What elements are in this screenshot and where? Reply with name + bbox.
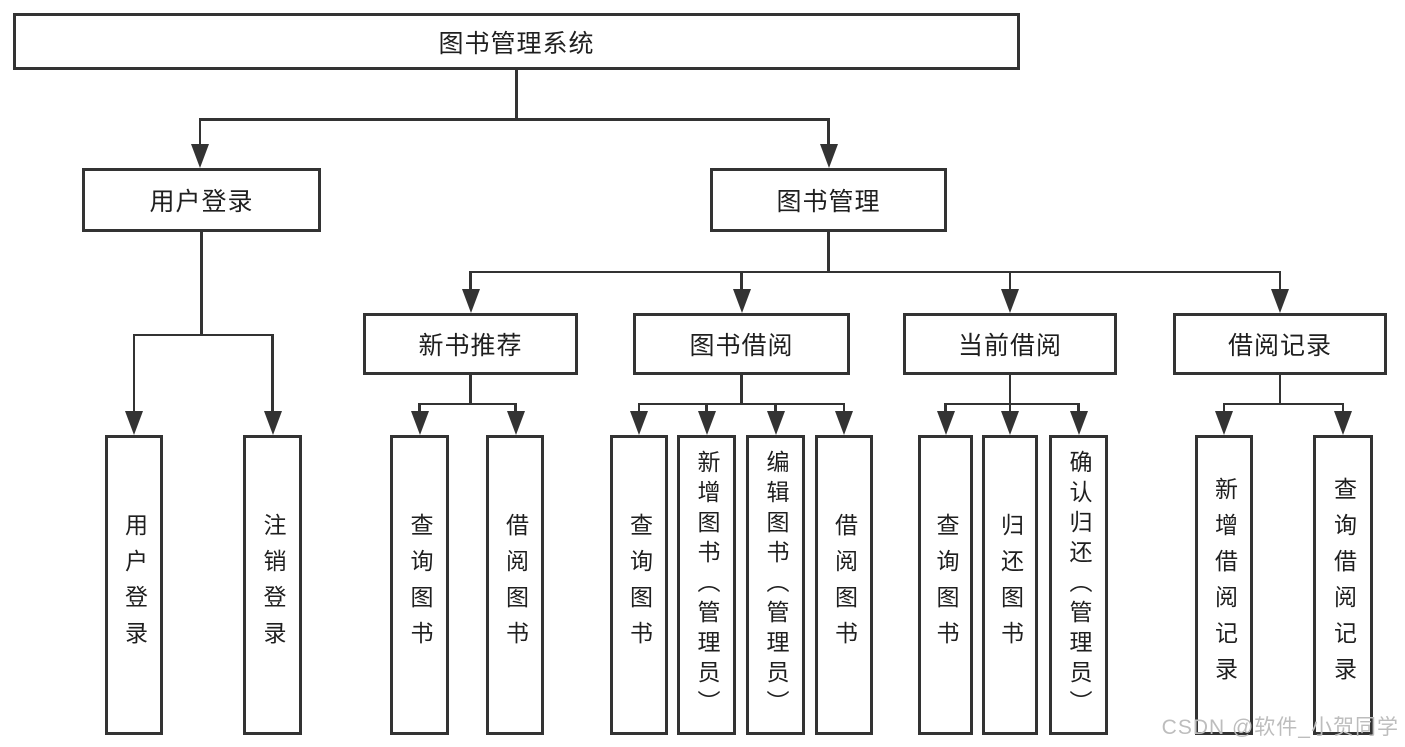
node-borrowing-records: 借阅记录	[1173, 313, 1387, 375]
connector-line	[1077, 405, 1080, 413]
connector-line	[1278, 375, 1282, 405]
arrow-down-icon	[506, 411, 525, 435]
leaf-user-login: 用户登录	[105, 435, 163, 735]
connector-line	[132, 336, 136, 411]
node-current-borrowing: 当前借阅	[903, 313, 1117, 375]
arrow-down-icon	[191, 144, 209, 168]
leaf-borrow-books-borrowing: 借阅图书	[815, 435, 873, 735]
leaf-edit-book-admin: 编辑图书（管理员）	[746, 435, 805, 735]
arrow-down-icon	[766, 411, 785, 435]
connector-line	[271, 336, 274, 411]
connector-line	[515, 70, 518, 120]
connector-line	[1222, 405, 1226, 413]
arrow-down-icon	[263, 411, 282, 435]
node-book-borrowing: 图书借阅	[633, 313, 850, 375]
leaf-query-books-borrowing: 查询图书	[610, 435, 668, 735]
connector-line	[469, 375, 472, 405]
node-user-login: 用户登录	[82, 168, 321, 232]
arrow-down-icon	[125, 411, 143, 435]
connector-line	[418, 402, 517, 405]
arrow-down-icon	[410, 411, 429, 435]
connector-line	[198, 120, 202, 146]
arrow-down-icon	[1069, 411, 1088, 435]
connector-line	[514, 405, 517, 413]
arrow-down-icon	[1334, 411, 1352, 435]
connector-line	[740, 375, 743, 405]
arrow-down-icon	[819, 144, 838, 168]
connector-line	[469, 270, 1282, 273]
connector-line	[637, 402, 846, 405]
csdn-watermark: CSDN @软件_小贺同学	[1161, 716, 1399, 739]
connector-line	[1008, 375, 1012, 405]
connector-line	[418, 405, 421, 413]
connector-line	[827, 232, 830, 273]
connector-line	[1278, 273, 1282, 291]
leaf-logout: 注销登录	[243, 435, 302, 735]
arrow-down-icon	[697, 411, 716, 435]
connector-line	[944, 405, 947, 413]
connector-line	[198, 118, 830, 121]
connector-line	[842, 405, 846, 413]
leaf-query-books-current: 查询图书	[918, 435, 973, 735]
leaf-confirm-return-admin: 确认归还（管理员）	[1049, 435, 1108, 735]
connector-line	[132, 333, 274, 336]
leaf-add-book-admin: 新增图书（管理员）	[677, 435, 736, 735]
connector-line	[1008, 405, 1012, 413]
arrow-down-icon	[732, 289, 751, 313]
arrow-down-icon	[1001, 289, 1019, 313]
node-new-book-recommendation: 新书推荐	[363, 313, 578, 375]
arrow-down-icon	[1271, 289, 1289, 313]
leaf-query-books-recommend: 查询图书	[390, 435, 449, 735]
leaf-return-book: 归还图书	[982, 435, 1038, 735]
arrow-down-icon	[835, 411, 853, 435]
connector-line	[944, 402, 1080, 405]
connector-line	[469, 273, 472, 291]
leaf-add-borrow-record: 新增借阅记录	[1195, 435, 1253, 735]
connector-line	[1008, 273, 1012, 291]
leaf-borrow-books-recommend: 借阅图书	[486, 435, 544, 735]
arrow-down-icon	[630, 411, 648, 435]
connector-line	[705, 405, 708, 413]
arrow-down-icon	[1001, 411, 1019, 435]
arrow-down-icon	[461, 289, 480, 313]
connector-line	[1222, 402, 1345, 405]
connector-line	[200, 232, 203, 336]
connector-line	[827, 120, 830, 146]
arrow-down-icon	[936, 411, 955, 435]
arrow-down-icon	[1215, 411, 1233, 435]
connector-line	[637, 405, 641, 413]
node-book-management: 图书管理	[710, 168, 947, 232]
connector-line	[740, 273, 743, 291]
leaf-query-borrow-record: 查询借阅记录	[1313, 435, 1373, 735]
connector-line	[774, 405, 777, 413]
connector-line	[1341, 405, 1345, 413]
node-library-management-system: 图书管理系统	[13, 13, 1020, 70]
